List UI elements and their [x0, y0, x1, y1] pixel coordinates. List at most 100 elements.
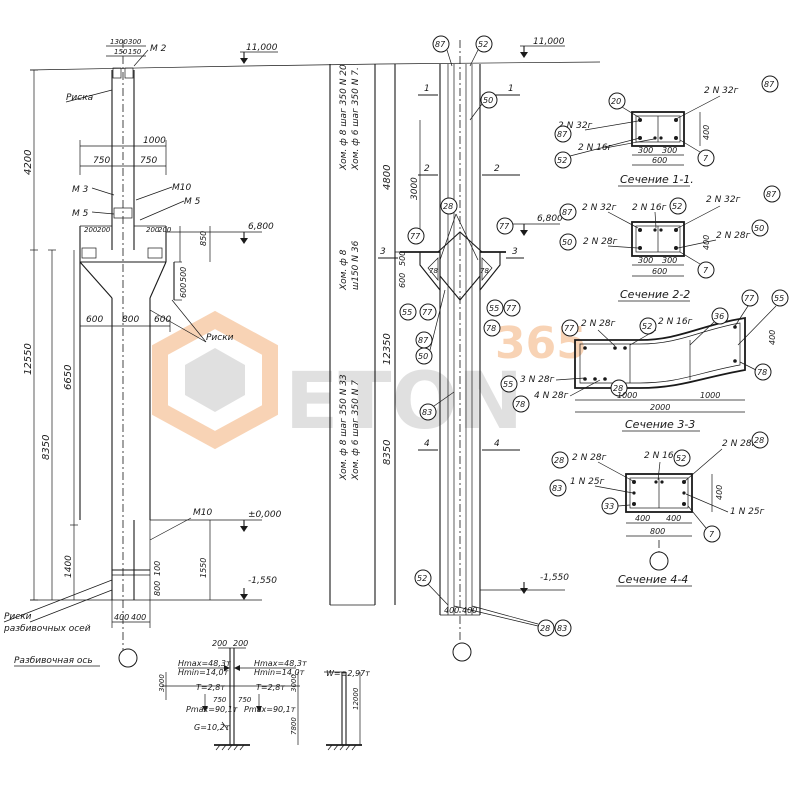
mark-m3: M 3: [72, 185, 89, 195]
s2-bubble-50: [559, 233, 577, 251]
bubble-78-lower-text: 78: [486, 324, 496, 333]
mark-m5a: M 5: [72, 209, 89, 219]
s4-dim-400a: 400: [635, 514, 650, 523]
dim-foot-400b: 400: [131, 613, 146, 622]
s2-dim-400: 400: [702, 235, 711, 250]
dim-200c: 200: [146, 226, 160, 234]
s1-bubble-20-text: 20: [611, 97, 621, 106]
s1-bubble-7: [697, 149, 715, 167]
s3-bubble-77-left-text: 77: [564, 324, 575, 333]
bubble-28-bottom: [537, 619, 555, 637]
load-dim-12000: 12000: [352, 687, 360, 710]
label-razb-os: Разбивочная ось: [14, 656, 93, 666]
s1-bubble-52-text: 52: [557, 156, 567, 165]
s3-title: Сечение 3-3: [625, 418, 695, 431]
section-4-4: 28 2 N 28г 2 N 16г 52 2 N 28г 28 83 1 N …: [549, 431, 769, 587]
dim-lower-8350: 8350: [41, 435, 52, 460]
dim-750b: 750: [140, 156, 157, 166]
s2-bubble-7: [697, 261, 715, 279]
load-dim-3000a: 3000: [158, 674, 166, 692]
s2-title: Сечение 2-2: [620, 288, 690, 301]
note-mid-1: Хом. ф 8: [339, 249, 349, 291]
s2-bubble-87-text: 87: [562, 208, 573, 217]
s3-bubble-55-right: [771, 289, 789, 307]
dim-base-1400: 1400: [64, 555, 74, 578]
center-elevation: Хом. ф 8 шаг 350 N 20 Хом. ф 6 шаг 350 N…: [329, 35, 601, 662]
bubble-55-left-text: 55: [402, 308, 412, 317]
s3-bubble-55-right-text: 55: [774, 294, 784, 303]
s1-bubble-87: [554, 125, 572, 143]
dim-bottom-600b: 600: [154, 315, 171, 325]
s1-bubble-52: [554, 151, 572, 169]
s3-bubble-78-left-text: 78: [515, 400, 525, 409]
s3-bubble-78-left: [512, 395, 530, 413]
bubble-78-lower: [483, 319, 501, 337]
s3-bubble-78-right: [754, 363, 772, 381]
bubble-77-right2: [503, 299, 521, 317]
s1-bubble-20: [608, 92, 626, 110]
watermark-hex-icon: [152, 310, 278, 450]
s1-bubble-87-text: 87: [557, 130, 568, 139]
axis-bubble-center: [452, 642, 472, 662]
s4-title: Сечение 4-4: [618, 573, 688, 586]
bubble-77-left2-text: 77: [422, 308, 433, 317]
s4-axis-bubble: [649, 551, 669, 571]
s2-label-2n32-right: 2 N 32г: [706, 195, 741, 205]
s1-dim-300a: 300: [638, 146, 653, 155]
bubble-83-center-text: 83: [422, 408, 432, 417]
bubble-87-top: [432, 35, 450, 53]
load-hmin-right: Hmin=14,0т: [254, 668, 305, 677]
s1-label-2n32-right: 2 N 32г: [704, 86, 739, 96]
dim-bottom-600a: 600: [86, 315, 103, 325]
s4-label-1n25-left: 1 N 25г: [570, 477, 605, 487]
dim-12350: 12350: [382, 333, 393, 365]
bubble-77-right: [496, 217, 514, 235]
s3-bubble-28: [610, 379, 628, 397]
dim-overall-12550: 12550: [23, 343, 34, 375]
bubble-78-right-text: 78: [480, 267, 489, 275]
load-dim-200a: 200: [212, 639, 227, 648]
dim-500-center: 500: [398, 251, 407, 266]
s2-dim-300a: 300: [638, 256, 653, 265]
note-upper-2: Хом. ф 6 шаг 350 N 7.: [351, 67, 361, 171]
dim-200b: 200: [97, 226, 111, 234]
s4-bubble-28-right-text: 28: [754, 436, 764, 445]
level-mid-left: 6,800: [248, 222, 274, 232]
s3-label-4n28: 4 N 28г: [534, 391, 569, 401]
s1-label-2n32-left: 2 N 32г: [558, 121, 593, 131]
s2-bubble-50-text: 50: [562, 238, 572, 247]
bubble-77-right2-text: 77: [506, 304, 517, 313]
load-scheme: 200 200 Hmax=48,3т Hmin=14,0т Hmax=48,3т…: [158, 639, 370, 751]
bubble-77-left-text: 77: [410, 232, 421, 241]
bubble-50-lower: [415, 347, 433, 365]
s1-label-2n16: 2 N 16г: [578, 143, 613, 153]
s1-bubble-87-right: [761, 75, 779, 93]
s3-dim-1000b: 1000: [700, 391, 720, 400]
s4-label-2n28-right: 2 N 28г: [722, 439, 757, 449]
s4-bubble-52-text: 52: [676, 454, 686, 463]
s3-bubble-55-left-text: 55: [503, 380, 513, 389]
s3-bubble-36: [711, 307, 729, 325]
s1-dim-300b: 300: [662, 146, 677, 155]
s4-bubble-28-right: [751, 431, 769, 449]
bubble-52-top-text: 52: [478, 40, 488, 49]
s4-dim-800: 800: [650, 527, 665, 536]
s3-label-2n16: 2 N 16г: [658, 317, 693, 327]
watermark-hex-core: [185, 348, 245, 412]
note-lower-1: Хом. ф 8 шаг 350 N 33: [339, 374, 349, 481]
s4-bubble-33-text: 33: [604, 502, 614, 511]
bubble-55-left: [399, 303, 417, 321]
load-dim-3000b: 3000: [290, 674, 298, 692]
dim-top-1300: 1300: [110, 38, 128, 46]
s4-label-1n25-right: 1 N 25г: [730, 507, 765, 517]
s4-bubble-83: [549, 479, 567, 497]
s2-label-2n28-right: 2 N 28г: [716, 231, 751, 241]
dim-200d: 200: [158, 226, 172, 234]
s4-dim-400v: 400: [715, 485, 724, 500]
s3-bubble-52-text: 52: [642, 322, 652, 331]
s2-bubble-50-right: [751, 219, 769, 237]
level-top-left: 11,000: [246, 43, 278, 53]
dim-top-150a: 150: [114, 48, 128, 56]
bubble-50-lower-text: 50: [418, 352, 428, 361]
